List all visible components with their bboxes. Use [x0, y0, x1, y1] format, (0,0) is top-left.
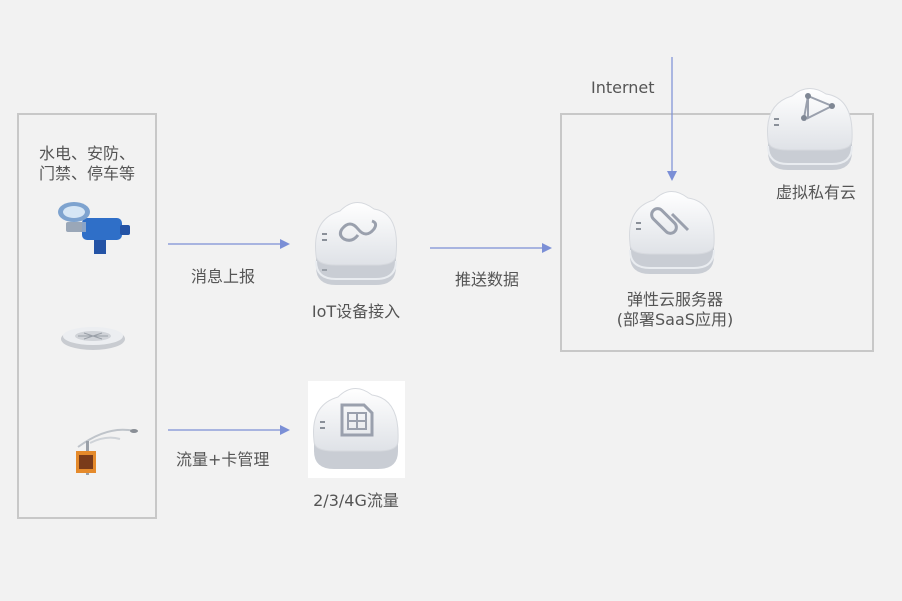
- server-icon: [622, 184, 722, 279]
- smoke-detector-icon: [58, 322, 128, 356]
- sim-label: 2/3/4G流量: [313, 491, 399, 510]
- ecs-label-line1: 弹性云服务器: [626, 290, 723, 309]
- report-arrow: [168, 239, 290, 249]
- ecs-label: 弹性云服务器 (部署SaaS应用): [600, 290, 750, 330]
- water-meter-icon: [52, 200, 132, 260]
- devices-title: 水电、安防、 门禁、停车等: [17, 144, 157, 184]
- devices-title-line1: 水电、安防、: [38, 144, 135, 163]
- iot-access-label: IoT设备接入: [311, 302, 401, 321]
- internet-arrow: [667, 57, 677, 181]
- devices-panel: [17, 113, 157, 519]
- internet-label: Internet: [591, 78, 655, 97]
- report-label: 消息上报: [191, 267, 256, 286]
- cloud-panel: [560, 113, 874, 352]
- vpc-label: 虚拟私有云: [776, 183, 857, 202]
- devices-title-line2: 门禁、停车等: [38, 164, 135, 183]
- iot-access-icon: [306, 195, 406, 290]
- traffic-label: 流量+卡管理: [176, 450, 270, 469]
- street-lamp-icon: [68, 425, 138, 477]
- push-arrow: [430, 243, 552, 253]
- vpc-icon: [762, 84, 858, 176]
- ecs-label-line2: (部署SaaS应用): [616, 310, 734, 329]
- sim-card-icon: [308, 381, 405, 478]
- push-label: 推送数据: [455, 270, 520, 289]
- traffic-arrow: [168, 425, 290, 435]
